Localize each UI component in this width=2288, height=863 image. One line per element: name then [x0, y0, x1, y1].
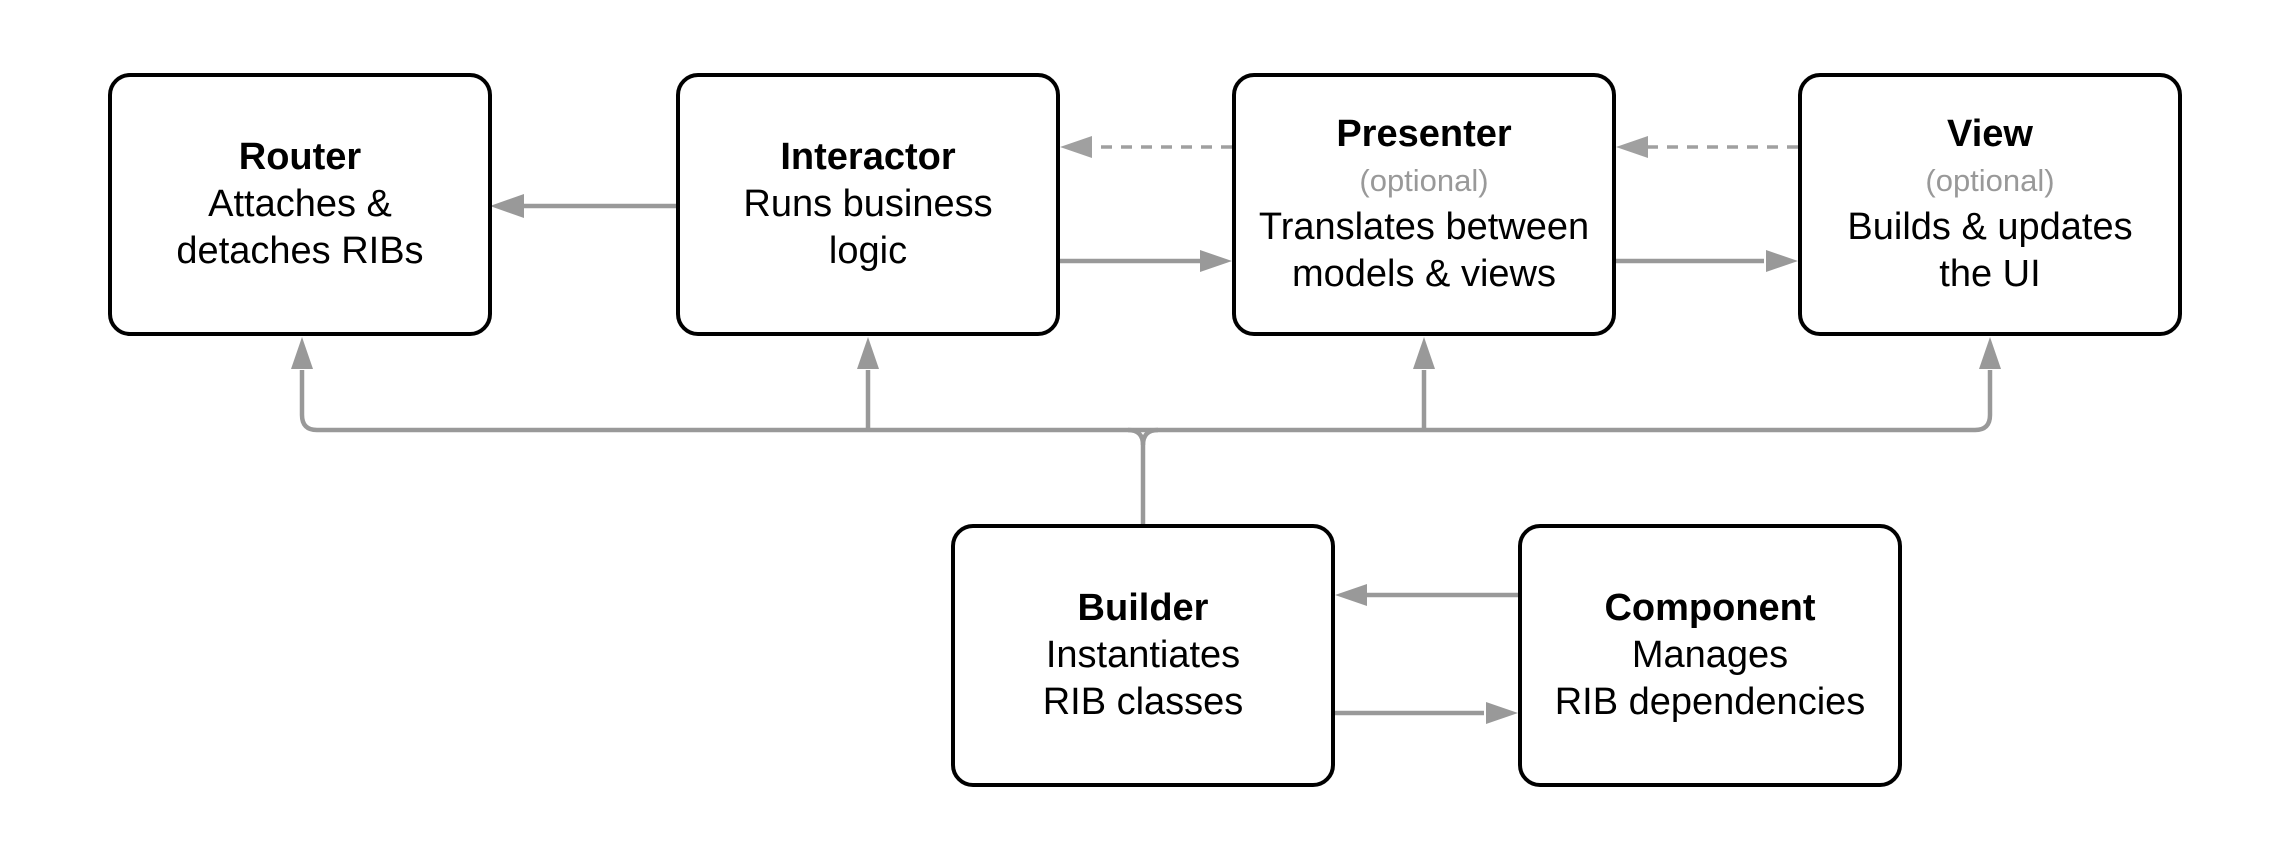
- arrowhead-into-presenter: [1200, 250, 1232, 272]
- node-builder: Builder Instantiates RIB classes: [951, 524, 1335, 787]
- arrowhead-into-view: [1766, 250, 1798, 272]
- node-presenter-optional-tag: (optional): [1359, 163, 1489, 198]
- arrowhead-up-into-view: [1979, 337, 2001, 369]
- node-interactor-title: Interactor: [780, 136, 956, 178]
- edge-builder-trunk: [1127, 427, 1146, 524]
- node-component-desc-line1: Manages: [1631, 634, 1789, 676]
- arrowhead-up-into-router: [291, 337, 313, 369]
- arrowhead-dashed-into-presenter: [1616, 136, 1648, 158]
- node-view: View (optional) Builds & updates the UI: [1798, 73, 2182, 336]
- arrowhead-into-router: [490, 194, 524, 218]
- node-router-desc-line2: detaches RIBs: [176, 230, 424, 272]
- node-view-optional-tag: (optional): [1925, 163, 2055, 198]
- edge-builder-distribution-line: [299, 370, 1993, 433]
- node-presenter-desc-line1: Translates between: [1258, 206, 1590, 248]
- node-router-title: Router: [238, 136, 362, 178]
- node-view-desc-line2: the UI: [1939, 253, 2041, 295]
- node-interactor: Interactor Runs business logic: [676, 73, 1060, 336]
- node-component: Component Manages RIB dependencies: [1518, 524, 1902, 787]
- node-builder-desc-line1: Instantiates: [1045, 634, 1241, 676]
- node-component-title: Component: [1604, 587, 1816, 629]
- node-presenter-title: Presenter: [1336, 113, 1512, 155]
- node-view-title: View: [1947, 113, 2033, 155]
- node-router-desc-line1: Attaches &: [208, 183, 392, 225]
- edge-builder-trunk-shoulder: [1140, 427, 1159, 446]
- node-component-desc-line2: RIB dependencies: [1554, 681, 1866, 723]
- node-builder-desc-line2: RIB classes: [1042, 681, 1244, 723]
- node-presenter-desc-line2: models & views: [1292, 253, 1556, 295]
- node-interactor-desc-line2: logic: [828, 230, 908, 272]
- arrowhead-into-builder: [1335, 584, 1367, 606]
- arrowhead-into-component: [1486, 702, 1518, 724]
- arrowhead-dashed-into-interactor: [1060, 136, 1092, 158]
- arrowhead-up-into-interactor: [857, 337, 879, 369]
- node-presenter: Presenter (optional) Translates between …: [1232, 73, 1616, 336]
- arrowhead-up-into-presenter: [1413, 337, 1435, 369]
- node-interactor-desc-line1: Runs business: [743, 183, 993, 225]
- node-view-desc-line1: Builds & updates: [1847, 206, 2133, 248]
- node-router: Router Attaches & detaches RIBs: [108, 73, 492, 336]
- node-builder-title: Builder: [1077, 587, 1209, 629]
